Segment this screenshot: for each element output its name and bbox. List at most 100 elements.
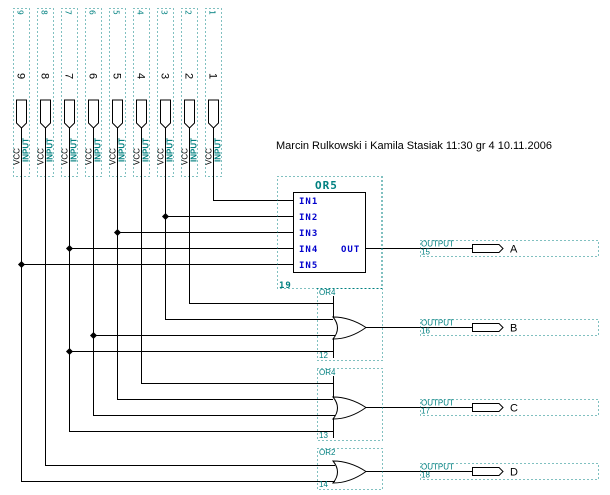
input-pin-type: INPUT xyxy=(22,138,31,162)
output-pin-boundary xyxy=(420,319,599,336)
or5-pin-in1: IN1 xyxy=(299,197,318,207)
input-pin-number: 6 xyxy=(87,73,99,79)
output-pin-name: B xyxy=(510,323,517,335)
or5-body xyxy=(293,192,366,273)
input-pin-type: INPUT xyxy=(118,138,127,162)
or4-b-id: 12 xyxy=(319,351,328,360)
input-pin-type: INPUT xyxy=(46,138,55,162)
junction-dot xyxy=(65,347,74,356)
wire-in1-or5[interactable] xyxy=(213,170,294,201)
input-pin-symbol xyxy=(184,99,195,129)
output-pin-boundary xyxy=(420,240,599,257)
wires xyxy=(21,170,472,482)
input-pin-number: 3 xyxy=(159,73,171,79)
junction-dot xyxy=(89,331,98,340)
input-pin-symbol xyxy=(88,99,99,129)
output-pin-symbol xyxy=(472,244,504,253)
input-pin-symbol xyxy=(40,99,51,129)
wire-in5[interactable] xyxy=(117,170,334,400)
wire-in6[interactable] xyxy=(93,170,336,416)
or4-gate-b[interactable]: OR4 12 xyxy=(317,176,383,361)
output-pin-symbol xyxy=(472,467,504,476)
output-pin-type: OUTPUT xyxy=(421,240,454,249)
or2-d-name: OR2 xyxy=(319,448,336,457)
input-pin-type: INPUT xyxy=(190,138,199,162)
or4-c-id: 13 xyxy=(319,431,328,440)
or2-d-boundary xyxy=(317,448,383,490)
or5-pin-in5: IN5 xyxy=(299,261,318,271)
input-pin-number: 2 xyxy=(183,73,195,79)
input-pin-tag: 4 xyxy=(136,10,145,15)
input-pin-symbol xyxy=(160,99,171,129)
output-pin-boundary xyxy=(420,463,599,480)
input-pin-number: 1 xyxy=(207,73,219,79)
or4-b-symbol xyxy=(331,316,367,340)
or5-pin-in2: IN2 xyxy=(299,213,318,223)
output-pin-type: OUTPUT xyxy=(421,463,454,472)
output-pin-type: OUTPUT xyxy=(421,319,454,328)
input-pin-tag: 2 xyxy=(184,10,193,15)
output-pin-id: 16 xyxy=(421,327,430,336)
or2-gate-d[interactable]: OR2 14 xyxy=(317,448,383,490)
input-pin-symbol xyxy=(136,99,147,129)
output-pin-symbol xyxy=(472,403,504,412)
junction-dot xyxy=(113,228,122,237)
input-pin-vcc: VCC xyxy=(109,148,118,165)
wire-in2[interactable] xyxy=(189,170,334,304)
input-pin-type: INPUT xyxy=(166,138,175,162)
or5-block[interactable]: OR5 IN1 IN2 IN3 IN4 IN5 OUT 19 xyxy=(277,176,382,292)
or4-gate-c[interactable]: OR4 13 xyxy=(317,368,383,441)
input-pin-type: INPUT xyxy=(142,138,151,162)
or4-c-symbol xyxy=(331,396,367,420)
input-pin-tag: 3 xyxy=(160,10,169,15)
junction-dot xyxy=(17,260,26,269)
or5-pin-out: OUT xyxy=(341,245,360,255)
output-pin-id: 18 xyxy=(421,471,430,480)
input-pin-type: INPUT xyxy=(94,138,103,162)
input-pin-vcc: VCC xyxy=(133,148,142,165)
input-pin-type: INPUT xyxy=(70,138,79,162)
input-pin-vcc: VCC xyxy=(181,148,190,165)
output-pin-name: A xyxy=(510,244,518,256)
wire-in8[interactable] xyxy=(45,170,336,466)
output-pin-type: OUTPUT xyxy=(421,399,454,408)
input-pin-number: 4 xyxy=(135,73,147,79)
or4-c-boundary xyxy=(317,368,383,441)
or5-name: OR5 xyxy=(315,179,338,192)
output-pin-id: 17 xyxy=(421,407,430,416)
input-pin-vcc: VCC xyxy=(61,148,70,165)
or2-d-id: 14 xyxy=(319,480,328,489)
output-pin-boundary xyxy=(420,399,599,416)
junction-dot xyxy=(65,244,74,253)
input-pin-tag: 7 xyxy=(64,10,73,15)
input-pin-tag: 1 xyxy=(208,10,217,15)
input-pin-symbol xyxy=(64,99,75,129)
input-pin-tag: 9 xyxy=(16,10,25,15)
or5-id: 19 xyxy=(279,281,292,291)
input-pin-type: INPUT xyxy=(214,138,223,162)
wire-in9[interactable] xyxy=(21,170,336,482)
input-pin-number: 5 xyxy=(111,73,123,79)
input-pin-vcc: VCC xyxy=(37,148,46,165)
schematic-title: Marcin Rulkowski i Kamila Stasiak 11:30 … xyxy=(276,140,552,152)
junction-dot xyxy=(161,212,170,221)
input-pin-number: 9 xyxy=(15,73,27,79)
wire-in7[interactable] xyxy=(69,170,334,432)
wire-in4[interactable] xyxy=(141,170,334,384)
